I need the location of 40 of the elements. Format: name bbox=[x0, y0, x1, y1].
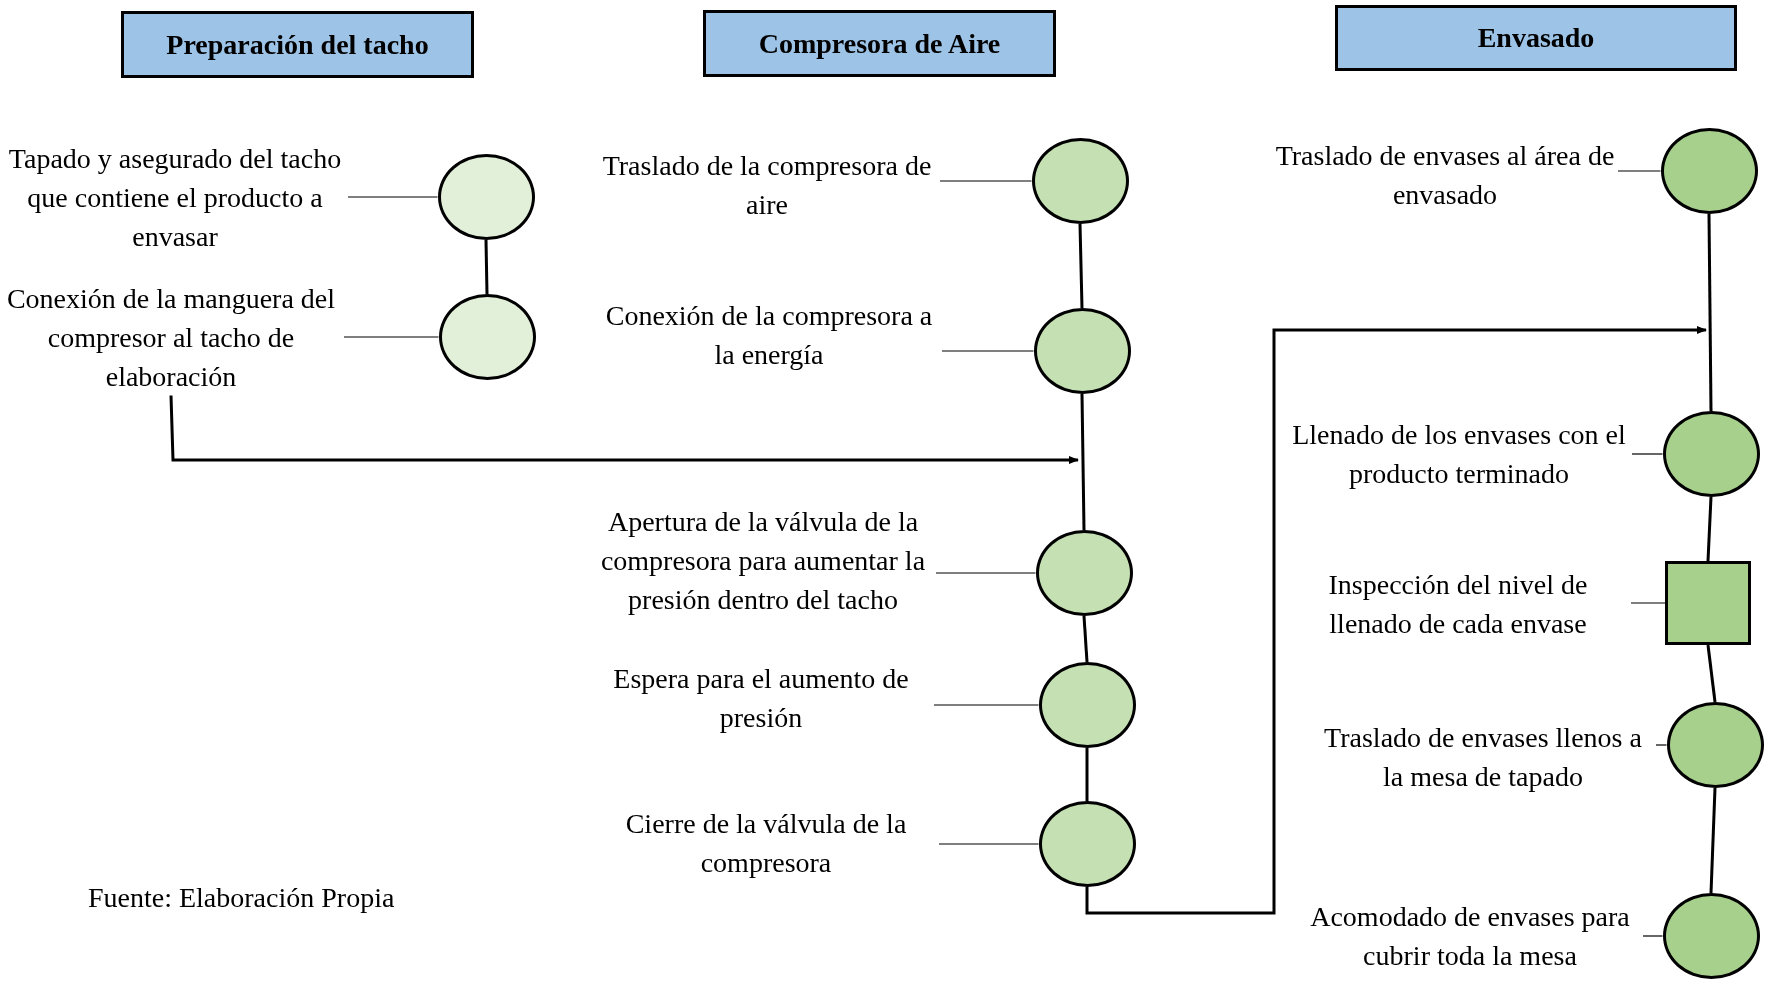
step-label: Inspección del nivel de llenado de cada envase bbox=[1288, 565, 1628, 643]
step-label: Espera para el aumento de presión bbox=[591, 659, 931, 737]
lane-header: Compresora de Aire bbox=[703, 10, 1056, 77]
connector-line bbox=[484, 239, 489, 295]
leader-line bbox=[939, 180, 1033, 182]
step-label: Conexión de la compresora a la energía bbox=[599, 296, 939, 374]
leader-line bbox=[1617, 170, 1662, 172]
leader-line bbox=[1642, 935, 1664, 937]
step-label: Llenado de los envases con el producto terminado bbox=[1289, 415, 1629, 493]
connector-line bbox=[1707, 214, 1713, 411]
step-label: Conexión de la manguera del compresor al tacho de elaboración bbox=[1, 278, 341, 396]
connector-line bbox=[1082, 615, 1089, 663]
inspection-square bbox=[1665, 561, 1751, 645]
step-label: Apertura de la válvula de la compresora para aumentar la presión dentro del tacho bbox=[593, 501, 933, 619]
connector-line bbox=[1709, 787, 1717, 894]
flow-arrow bbox=[1085, 326, 1707, 915]
leader-line bbox=[938, 843, 1040, 845]
flow-arrow bbox=[169, 395, 1079, 464]
leader-line bbox=[347, 196, 439, 198]
step-label: Traslado de envases al área de envasado bbox=[1275, 136, 1615, 214]
step-label: Cierre de la válvula de la compresora bbox=[596, 804, 936, 882]
connector-line bbox=[1706, 496, 1713, 562]
connector-line bbox=[1706, 644, 1717, 703]
step-label: Traslado de la compresora de aire bbox=[597, 146, 937, 224]
step-label: Acomodado de envases para cubrir toda la mesa bbox=[1300, 897, 1640, 975]
lane-header: Preparación del tacho bbox=[121, 11, 474, 78]
connector-line bbox=[1078, 223, 1084, 309]
leader-line bbox=[343, 336, 440, 338]
lane-header: Envasado bbox=[1335, 5, 1737, 71]
leader-line bbox=[1630, 602, 1666, 604]
leader-line bbox=[935, 572, 1037, 574]
leader-line bbox=[1655, 744, 1668, 746]
step-label: Tapado y asegurado del tacho que contiene el producto a envasar bbox=[5, 138, 345, 256]
leader-line bbox=[1631, 453, 1664, 455]
leader-line bbox=[941, 350, 1035, 352]
leader-line bbox=[933, 704, 1040, 706]
step-label: Traslado de envases llenos a la mesa de tapado bbox=[1313, 718, 1653, 796]
source-note: Fuente: Elaboración Propia bbox=[88, 881, 395, 915]
connector-line bbox=[1085, 748, 1089, 801]
connector-line bbox=[1080, 393, 1086, 531]
